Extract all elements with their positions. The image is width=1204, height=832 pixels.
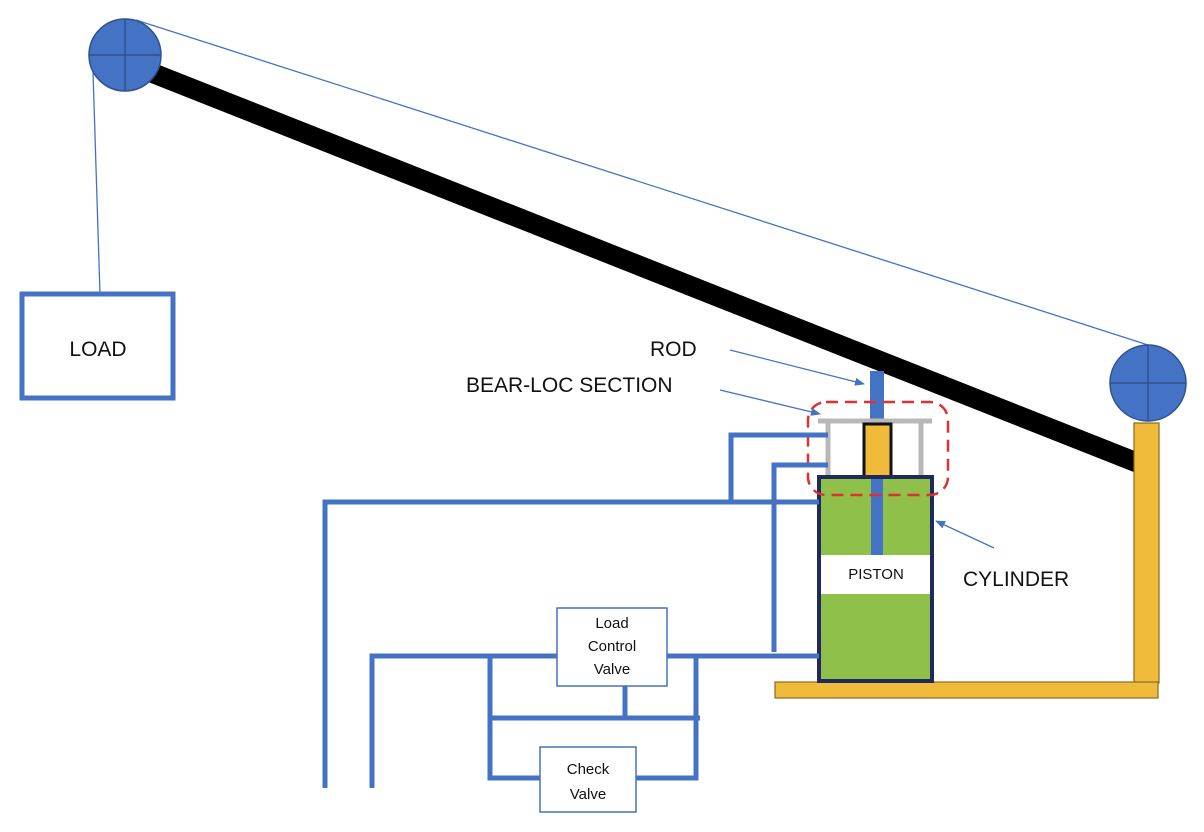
cylinder-label: CYLINDER <box>963 568 1069 591</box>
piston-rod-lower <box>871 479 883 555</box>
load-control-valve-label-1: Load <box>595 615 628 632</box>
bearloc-section-outline <box>806 400 950 497</box>
load-label: LOAD <box>69 338 126 361</box>
bearloc-seal <box>862 422 893 479</box>
bearloc-label: BEAR-LOC SECTION <box>466 374 673 397</box>
check-valve-label-2: Valve <box>570 786 606 803</box>
cable <box>92 19 1149 346</box>
frame <box>774 422 1160 699</box>
top-pulley <box>88 18 162 92</box>
load-control-valve <box>556 607 668 687</box>
rod-arrow <box>729 349 865 386</box>
mast-pulley <box>1109 344 1187 422</box>
piston-rod-upper <box>870 371 884 421</box>
hydraulic-lines <box>322 432 828 788</box>
cylinder-arrow <box>935 520 995 549</box>
load-control-valve-label-2: Control <box>588 638 636 655</box>
check-valve <box>539 746 637 813</box>
boom-arm <box>146 62 1142 473</box>
bearloc-arrow <box>719 389 821 416</box>
check-valve-label-1: Check <box>567 761 610 778</box>
piston <box>821 555 930 594</box>
load-control-valve-label-3: Valve <box>594 661 630 678</box>
load-box <box>19 291 176 401</box>
piston-label: PISTON <box>848 566 904 583</box>
rod-label: ROD <box>650 338 697 361</box>
